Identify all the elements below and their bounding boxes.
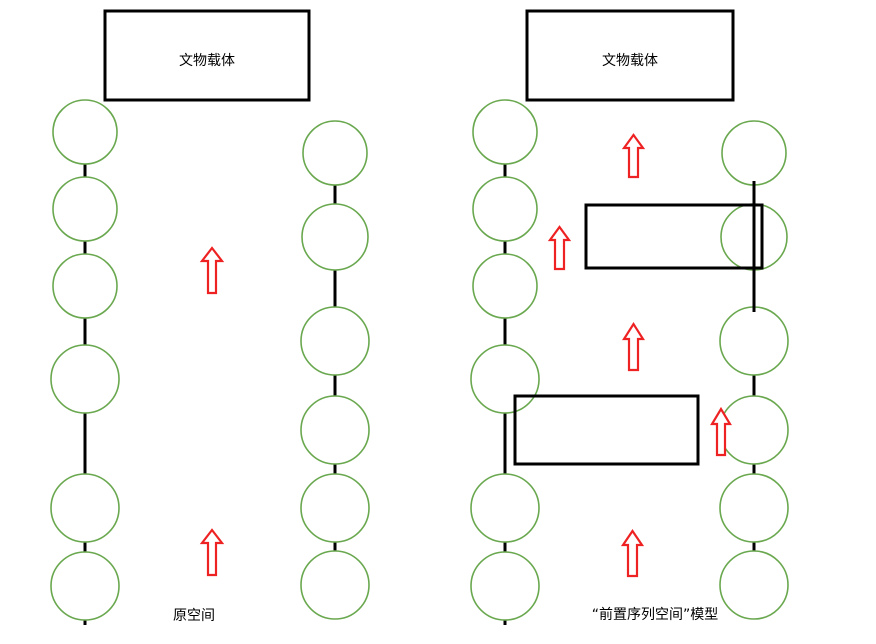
left-carrier-box-label: 文物载体 bbox=[179, 53, 235, 69]
node-circle bbox=[472, 253, 538, 319]
right-panel-caption: “前置序列空间”模型 bbox=[592, 606, 719, 623]
right-panel-right-chain-nodes bbox=[719, 120, 789, 620]
upper-sequence-box[interactable] bbox=[584, 203, 764, 270]
arrow-up-icon bbox=[620, 529, 645, 578]
node-circle bbox=[300, 550, 370, 620]
right-panel-arrows bbox=[547, 133, 732, 578]
arrow-up-icon bbox=[547, 225, 572, 271]
left-panel-caption: 原空间 bbox=[173, 608, 215, 624]
node-circle bbox=[50, 473, 120, 543]
left-carrier-box[interactable] bbox=[103, 9, 311, 102]
node-circle bbox=[470, 551, 540, 621]
node-circle bbox=[52, 176, 118, 242]
node-circle bbox=[470, 473, 540, 543]
node-circle bbox=[50, 551, 120, 621]
node-circle bbox=[302, 120, 368, 186]
arrow-up-icon bbox=[621, 133, 646, 179]
node-circle bbox=[472, 176, 538, 242]
right-carrier-box[interactable] bbox=[525, 9, 735, 102]
node-circle bbox=[470, 344, 540, 414]
left-panel-right-chain-nodes bbox=[300, 120, 370, 620]
arrow-up-icon bbox=[199, 528, 225, 577]
arrow-up-icon bbox=[199, 246, 225, 295]
right-panel: 文物载体 “前置序列空间”模型 bbox=[470, 9, 789, 625]
arrow-up-icon bbox=[622, 321, 645, 372]
left-panel-arrows bbox=[199, 246, 225, 577]
node-circle bbox=[300, 306, 370, 376]
node-circle bbox=[472, 99, 538, 165]
right-carrier-box-label: 文物载体 bbox=[602, 53, 658, 69]
arrow-up-icon bbox=[710, 406, 732, 457]
node-circle bbox=[301, 203, 369, 271]
lower-sequence-box[interactable] bbox=[513, 394, 700, 466]
node-circle bbox=[50, 344, 120, 414]
node-circle bbox=[52, 99, 118, 165]
node-circle bbox=[52, 253, 118, 319]
node-circle bbox=[721, 120, 787, 186]
right-panel-left-chain-nodes bbox=[470, 99, 540, 621]
left-panel: 文物载体 原空间 bbox=[50, 9, 370, 625]
node-circle bbox=[300, 395, 370, 465]
left-panel-left-chain-nodes bbox=[50, 99, 120, 621]
node-circle bbox=[719, 395, 789, 465]
node-circle bbox=[719, 550, 789, 620]
node-circle bbox=[300, 473, 370, 543]
node-circle bbox=[719, 306, 789, 376]
node-circle bbox=[719, 473, 789, 543]
